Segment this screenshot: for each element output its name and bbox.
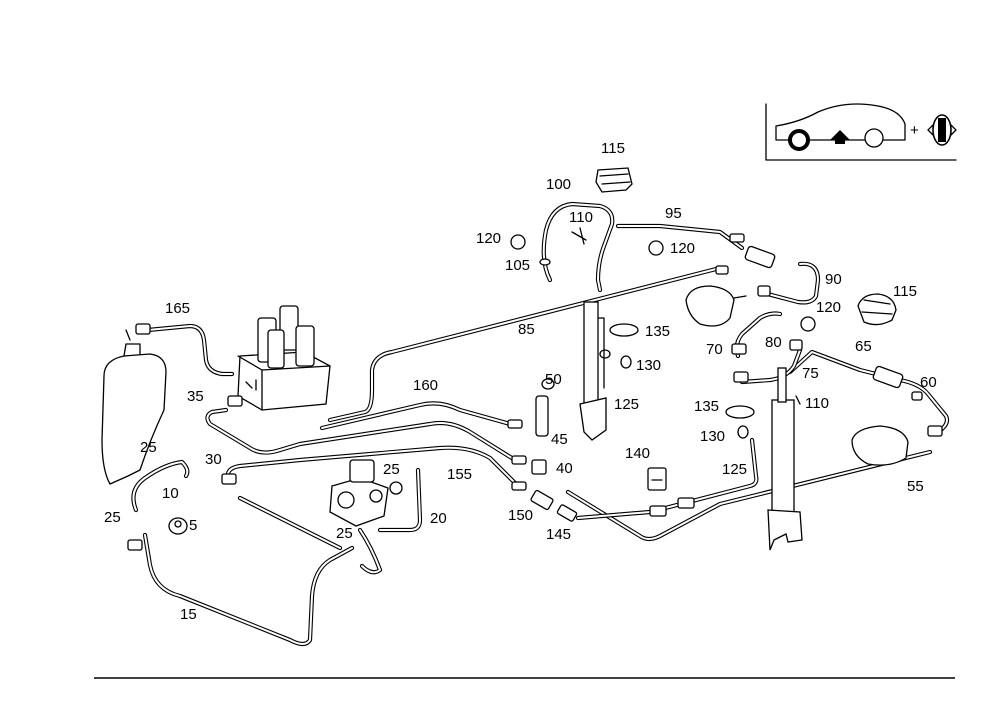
callout-165: 165 [165, 300, 190, 317]
callout-5: 5 [189, 517, 197, 534]
callout-50: 50 [545, 371, 562, 388]
callout-80: 80 [765, 334, 782, 351]
callout-35: 35 [187, 388, 204, 405]
boot-115-right [857, 293, 897, 326]
callout-120: 120 [816, 299, 841, 316]
callout-135: 135 [694, 398, 719, 415]
vehicle-position-legend: + [765, 103, 957, 161]
callout-90: 90 [825, 271, 842, 288]
pressure-accumulator-front [685, 285, 747, 327]
car-silhouette-icon [775, 103, 906, 151]
callout-15: 15 [180, 606, 197, 623]
callout-70: 70 [706, 341, 723, 358]
callout-25: 25 [104, 509, 121, 526]
callout-110: 110 [569, 209, 593, 226]
callout-115: 115 [601, 140, 625, 157]
rear-strut [767, 367, 803, 551]
callout-145: 145 [546, 526, 571, 543]
callout-155: 155 [447, 466, 472, 483]
callout-25: 25 [140, 439, 157, 456]
callout-10: 10 [162, 485, 179, 502]
callout-85: 85 [518, 321, 535, 338]
front-strut [579, 301, 611, 441]
callout-120: 120 [476, 230, 501, 247]
fluid-reservoir [101, 329, 167, 485]
callout-40: 40 [556, 460, 573, 477]
callout-105: 105 [505, 257, 530, 274]
callout-55: 55 [907, 478, 924, 495]
callout-120: 120 [670, 240, 695, 257]
callout-115: 115 [893, 283, 917, 300]
rings-and-seals [168, 234, 816, 535]
callout-140: 140 [625, 445, 650, 462]
fittings [127, 227, 943, 551]
callout-labels: 115 100 110 95 120 120 105 90 120 115 16… [104, 140, 937, 623]
callout-135: 135 [645, 323, 670, 340]
callout-125: 125 [722, 461, 747, 478]
legend-plus: + [910, 122, 919, 139]
callout-30: 30 [205, 451, 222, 468]
callout-130: 130 [636, 357, 661, 374]
callout-25: 25 [336, 525, 353, 542]
suspension-strut-icon [927, 114, 957, 146]
boot-115-top [595, 167, 633, 193]
callout-20: 20 [430, 510, 447, 527]
valve-block [237, 305, 331, 411]
callout-150: 150 [508, 507, 533, 524]
hydraulic-pump [329, 459, 403, 527]
callout-110: 110 [805, 395, 829, 412]
pressure-accumulator-rear [851, 425, 909, 466]
callout-160: 160 [413, 377, 438, 394]
callout-75: 75 [802, 365, 819, 382]
hydraulic-tubes [131, 201, 950, 647]
callout-95: 95 [665, 205, 682, 222]
callout-130: 130 [700, 428, 725, 445]
callout-125: 125 [614, 396, 639, 413]
callout-25: 25 [383, 461, 400, 478]
callout-60: 60 [920, 374, 937, 391]
callout-45: 45 [551, 431, 568, 448]
callout-100: 100 [546, 176, 571, 193]
callout-65: 65 [855, 338, 872, 355]
legend-frame [765, 103, 957, 161]
